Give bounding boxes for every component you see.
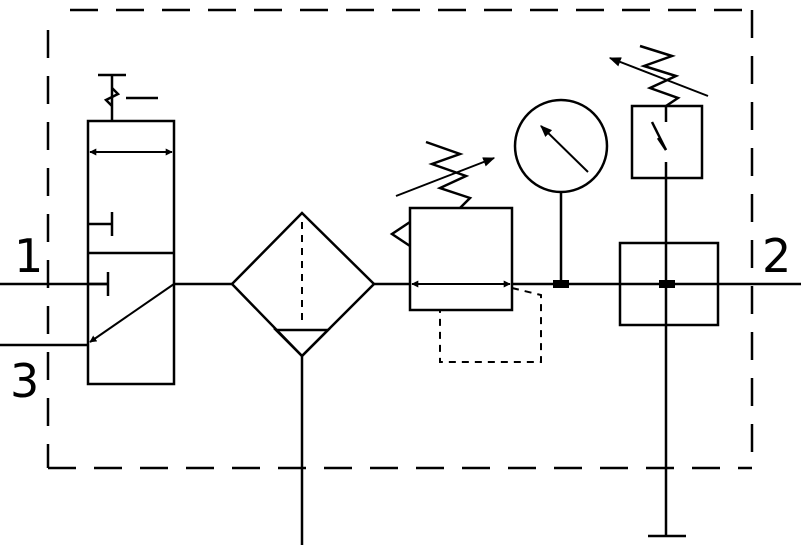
pressure-gauge	[513, 98, 609, 288]
filter	[230, 211, 376, 545]
port-label-inlet: 1	[14, 229, 43, 283]
unit-boundary	[46, 8, 754, 470]
branch-block	[618, 241, 720, 538]
shutoff-valve	[0, 73, 176, 386]
pressure-switch	[608, 44, 709, 243]
pressure-regulator	[389, 140, 542, 363]
port-label-exhaust: 3	[10, 354, 39, 408]
port-label-outlet: 2	[762, 229, 791, 283]
